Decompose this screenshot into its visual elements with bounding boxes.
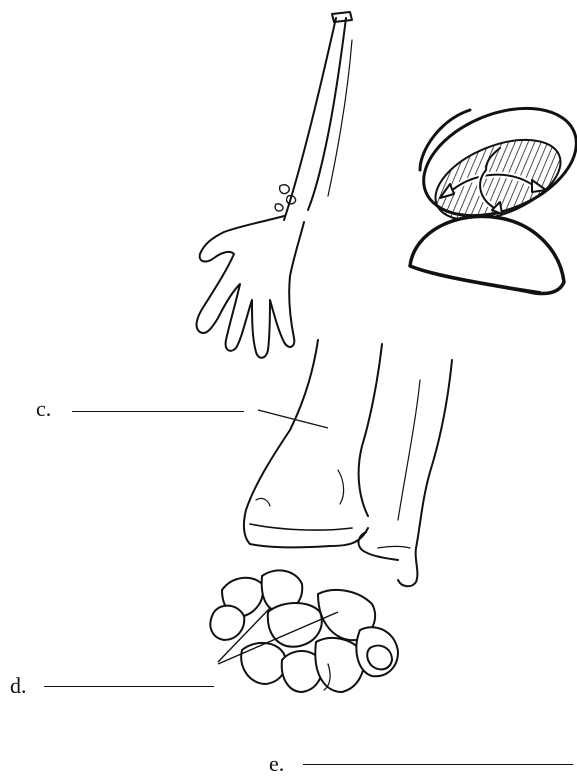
label-e: e.: [269, 753, 284, 775]
answer-line-d[interactable]: [44, 686, 214, 687]
small-arm-hand-illustration: [197, 12, 352, 358]
carpal-bones-illustration: [210, 570, 398, 692]
distal-radius-ulna-illustration: [244, 340, 452, 586]
answer-line-e[interactable]: [303, 764, 573, 765]
answer-line-c[interactable]: [72, 411, 244, 412]
label-c: c.: [36, 398, 51, 420]
ellipsoid-joint-icon: [408, 88, 577, 294]
label-d: d.: [10, 675, 27, 697]
